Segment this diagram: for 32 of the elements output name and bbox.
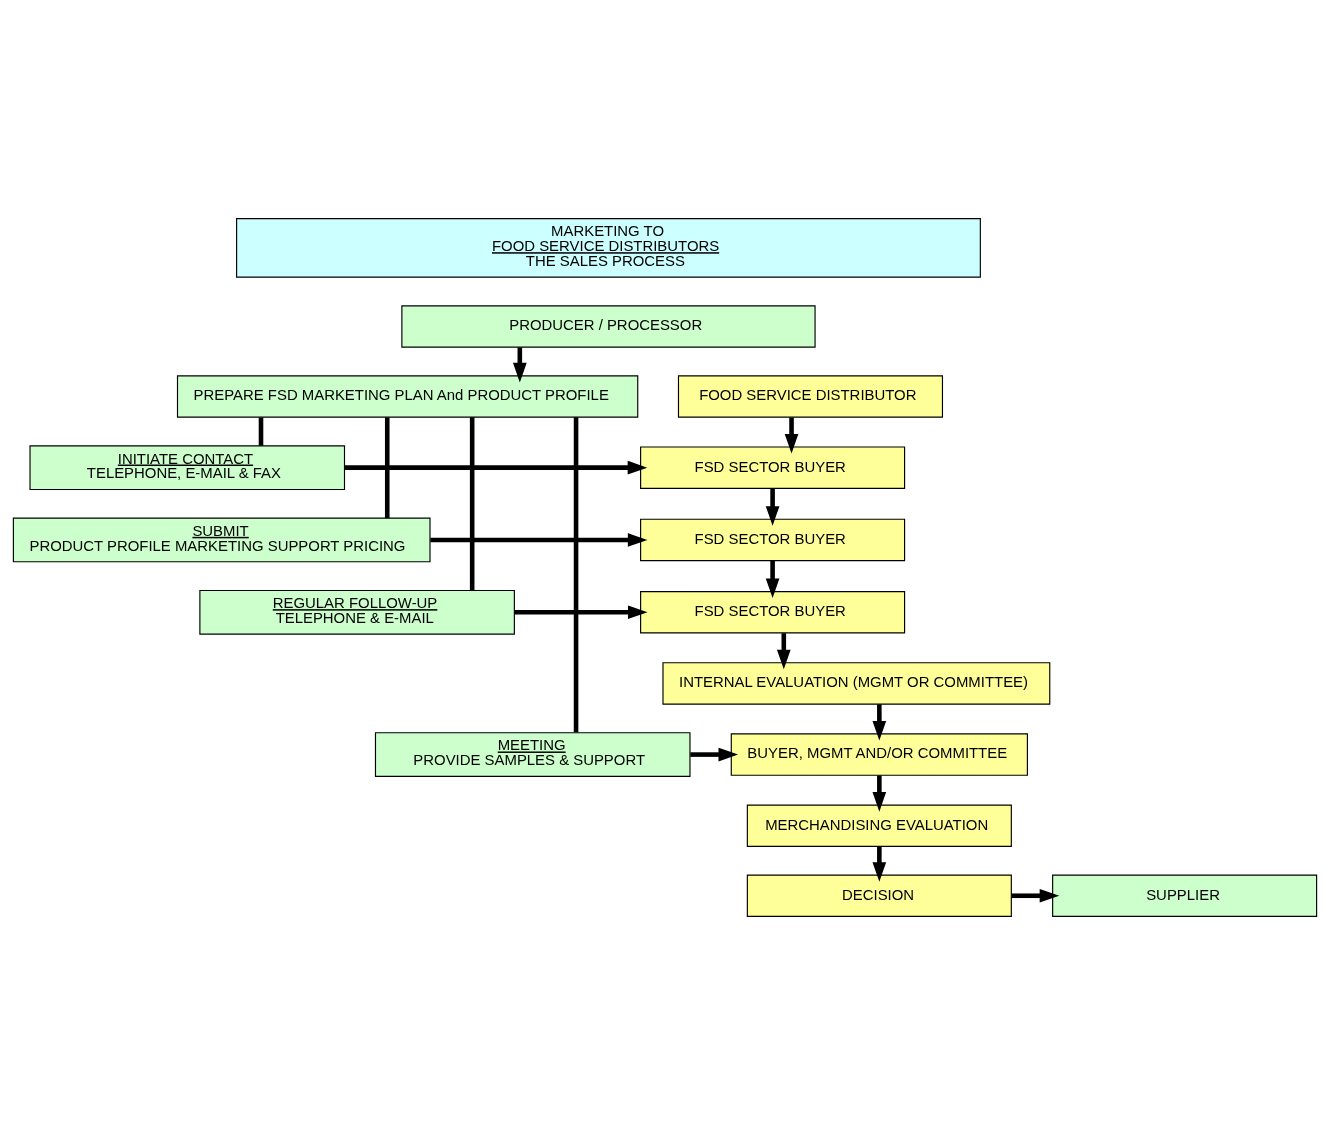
node-box: FSD SECTOR BUYER [640,591,906,634]
connector [573,417,579,733]
connector [384,417,390,519]
node-box: MARKETING TO FOOD SERVICE DISTRIBUTORS THE SALES PROCESS [236,218,981,278]
node-box: INTERNAL EVALUATION (MGMT OR COMMITTEE) [662,662,1051,705]
node-box: DECISION [746,874,1012,917]
arrow [690,747,739,762]
node-box: INITIATE CONTACT TELEPHONE, E-MAIL & FAX [29,445,346,491]
node-box: FSD SECTOR BUYER [640,446,906,489]
node-box: REGULAR FOLLOW-UP TELEPHONE & E-MAIL [199,589,515,635]
arrow [514,605,648,620]
arrow [1011,888,1060,903]
node-box: PRODUCER / PROCESSOR [401,305,816,348]
arrow [872,704,887,741]
arrow [430,533,648,547]
node-box: MEETING PROVIDE SAMPLES & SUPPORT [374,732,691,777]
node-box: SUPPLIER [1052,874,1318,917]
node-box: PREPARE FSD MARKETING PLAN And PRODUCT PROFILE [176,375,639,418]
node-box: MERCHANDISING EVALUATION [746,804,1012,847]
node-box: BUYER, MGMT AND/OR COMMITTEE [730,733,1028,776]
connector [469,417,475,591]
arrow [765,560,780,599]
node-box: FOOD SERVICE DISTRIBUTOR [677,375,944,418]
arrow [765,488,780,526]
arrow [344,460,648,475]
arrow [784,417,799,454]
arrow [776,633,791,670]
arrow [872,775,887,812]
connector [258,417,264,446]
arrow [872,846,887,882]
node-box: FSD SECTOR BUYER [640,518,906,562]
node-box: SUBMIT PRODUCT PROFILE MARKETING SUPPORT PRICING [12,517,431,563]
